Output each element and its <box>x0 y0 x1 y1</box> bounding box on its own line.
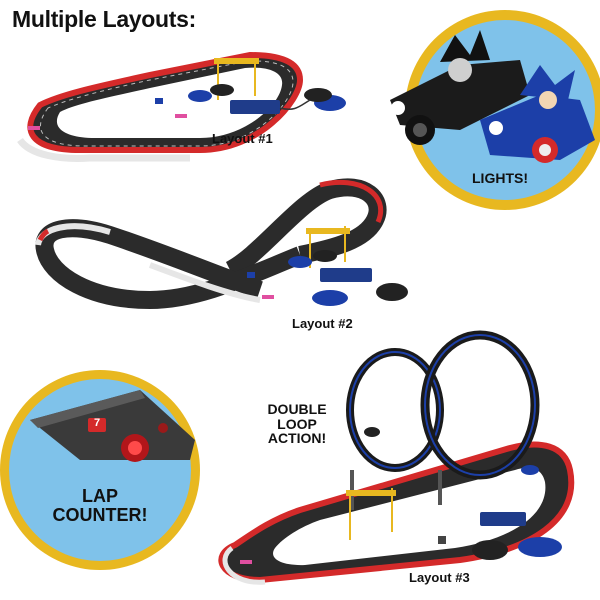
layout-1-flag <box>155 98 163 104</box>
layout-2-controller-blue <box>312 290 348 306</box>
layout-3-checkered-flag <box>438 536 446 544</box>
double-loop-callout: DOUBLE LOOP ACTION! <box>255 402 339 446</box>
layout-1-car-black <box>210 84 234 96</box>
layout-1-caption: Layout #1 <box>212 131 273 146</box>
shadow-car <box>390 30 530 145</box>
layout-2-car-blue <box>288 256 312 268</box>
lap-counter-display <box>88 418 106 432</box>
layout-3-controller-blue <box>518 537 562 557</box>
layout-1-controller-black <box>304 88 332 102</box>
layout-2-power-base <box>320 268 372 282</box>
layout-3-start-gate <box>346 488 396 540</box>
layout-2-caption: Layout #2 <box>292 316 353 331</box>
double-loop-callout-line1: DOUBLE <box>267 401 327 417</box>
layout-1-power-base <box>230 100 280 114</box>
page-heading: Multiple Layouts: <box>12 6 197 32</box>
layout-3-controller-black <box>472 540 508 560</box>
layout-1-car-blue <box>188 90 212 102</box>
lap-counter-label-line1: LAP <box>82 486 118 506</box>
layout-2-controller-black <box>376 283 408 301</box>
layout-2-car-black <box>313 250 337 262</box>
double-loop-callout-line3: ACTION! <box>267 430 327 447</box>
layout-2-flag <box>247 272 255 278</box>
layout-3-power-base <box>480 512 526 526</box>
lap-counter-label-line2: COUNTER! <box>52 504 148 525</box>
double-loop-callout-line2: LOOP <box>277 415 317 432</box>
layout-1-track <box>17 51 304 162</box>
lap-counter-label: LAP COUNTER! <box>40 487 160 525</box>
lap-counter-digit: 7 <box>93 417 101 429</box>
layout-3-caption: Layout #3 <box>409 570 470 585</box>
layout-3-car-blue <box>521 465 539 475</box>
layout-3-car-black <box>364 427 380 437</box>
layout-2-track <box>35 178 387 310</box>
sonic-car <box>480 65 595 163</box>
lap-counter-device <box>30 390 195 460</box>
lights-label: LIGHTS! <box>472 170 528 186</box>
